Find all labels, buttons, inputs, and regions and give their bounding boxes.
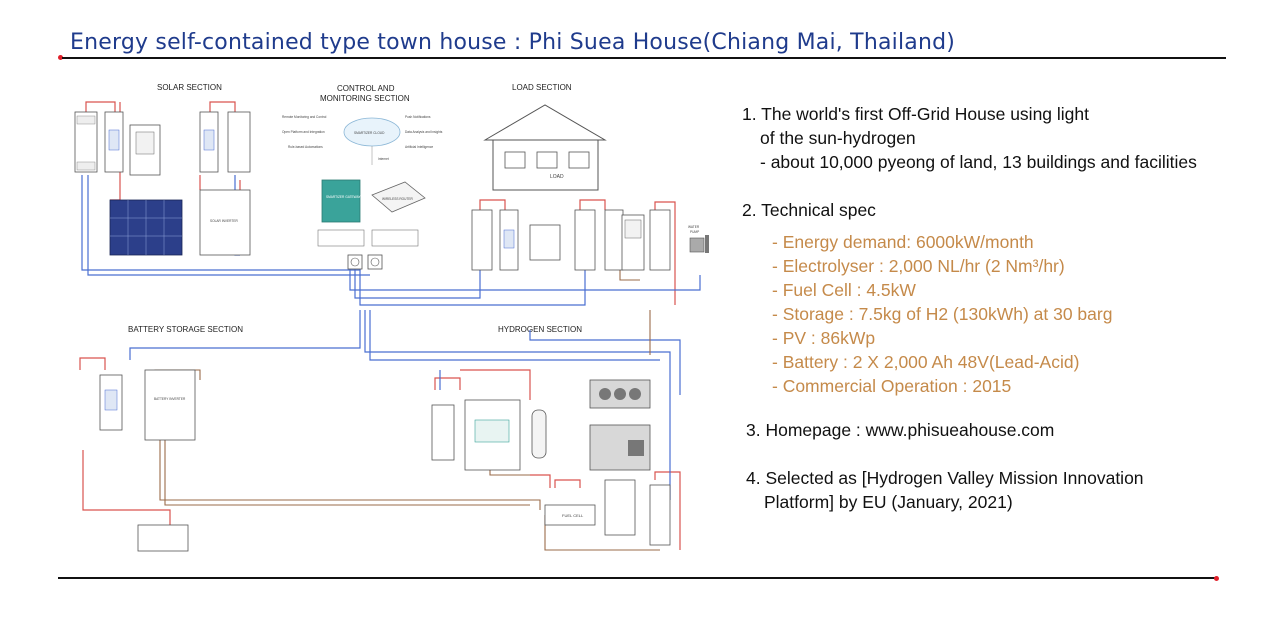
cloud-label: SMARTIZER CLOUD [354,131,385,135]
spec-item: - Battery : 2 X 2,000 Ah 48V(Lead-Acid) [772,352,1080,372]
spec-item: - Energy demand: 6000kW/month [772,232,1034,252]
load-label: LOAD [550,174,564,180]
control-section-title-2: MONITORING SECTION [320,94,410,103]
solar-charge-controller [129,124,161,176]
feature-open: Open Platform and Integration [282,130,325,134]
note-4-line-1: 4. Selected as [Hydrogen Valley Mission … [746,468,1144,488]
water-pump: WATER PUMP [688,225,709,253]
note-1-line-2: of the sun-hydrogen [760,128,916,148]
battery-section-title: BATTERY STORAGE SECTION [128,325,243,334]
note-1-line-3: - about 10,000 pyeong of land, 13 buildi… [760,152,1197,172]
control-sockets [347,254,383,270]
spec-item: - Fuel Cell : 4.5kW [772,280,916,300]
spec-item: - PV : 86kWp [772,328,876,348]
solar-panels [109,199,183,256]
internet-label: Internet [378,157,389,161]
hydrogen-tank [531,409,547,459]
feature-remote: Remote Monitoring and Control [282,115,327,119]
feature-rule: Rule-based Automations [288,145,323,149]
router-label: WIRELESS ROUTER [382,197,414,201]
solar-breaker-2 [104,111,124,173]
spec-item: - Electrolyser : 2,000 NL/hr (2 Nm³/hr) [772,256,1065,276]
gateway-label: SMARTIZER GATEWAY [326,195,361,199]
battery-inverter-label: BATTERY INVERTER [154,397,186,401]
accent-dot-bottom [1214,576,1219,581]
wireless-router: WIRELESS ROUTER [371,181,426,247]
note-1-line-1: 1. The world's first Off-Grid House usin… [742,104,1090,124]
battery-bank [137,524,189,552]
note-4-line-2: Platform] by EU (January, 2021) [764,492,1013,512]
solar-inverter-label: SOLAR INVERTER [210,219,238,223]
electrolyser [589,379,651,471]
cloud-diagram: SMARTIZER CLOUD Remote Monitoring and Co… [282,115,443,165]
solar-section-title: SOLAR SECTION [157,83,222,92]
solar-inverter: SOLAR INVERTER [199,189,251,256]
hydrogen-breakers [431,399,521,471]
feature-ai: Artificial Intelligence [405,145,433,149]
top-divider [62,57,1226,59]
battery-inverter: BATTERY INVERTER [144,369,196,441]
smartizer-gateway: SMARTIZER GATEWAY [317,179,365,247]
note-2-title: 2. Technical spec [742,200,876,220]
spec-item: - Commercial Operation : 2015 [772,376,1012,396]
solar-breaker-1 [74,111,98,173]
feature-analysis: Data Analysis and Insights [405,130,443,134]
bottom-divider [58,577,1216,579]
accent-dot-top [58,55,63,60]
spec-item: - Storage : 7.5kg of H2 (130kWh) at 30 b… [772,304,1113,324]
fuel-cell: FUEL CELL [544,479,671,546]
battery-breaker [99,374,123,431]
note-3-homepage: 3. Homepage : www.phisueahouse.com [746,420,1055,440]
page-title: Energy self-contained type town house : … [70,30,956,55]
feature-push: Push Notifications [405,115,431,119]
load-breakers [471,209,671,271]
hydrogen-section-title: HYDROGEN SECTION [498,325,582,334]
house-illustration: LOAD [483,104,607,191]
fuel-cell-label: FUEL CELL [562,513,584,518]
solar-breaker-4 [227,111,251,173]
water-pump-label-1: WATER [688,225,700,229]
load-section-title: LOAD SECTION [512,83,572,92]
solar-breaker-3 [199,111,219,173]
system-diagram: SOLAR SECTION CONTROL AND MONITORING SEC… [60,70,710,570]
control-section-title-1: CONTROL AND [337,84,395,93]
water-pump-label-2: PUMP [690,230,699,234]
